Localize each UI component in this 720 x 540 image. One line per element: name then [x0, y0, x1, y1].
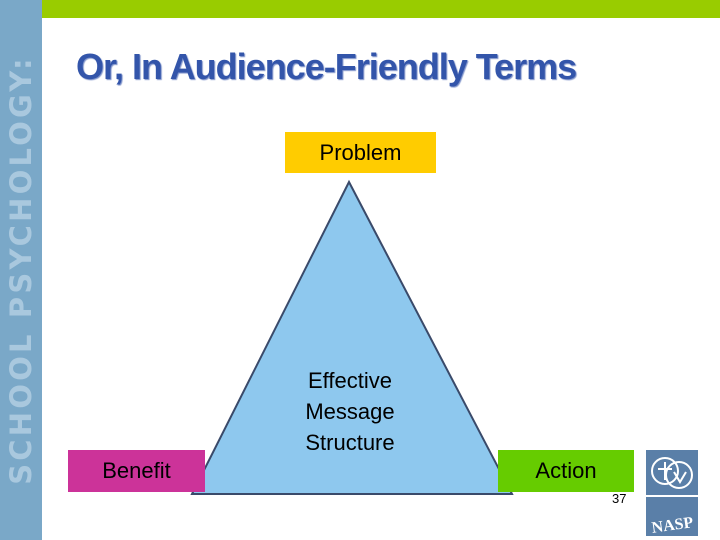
triangle-shape [190, 179, 514, 495]
top-accent-bar [0, 0, 720, 18]
slide-title: Or, In Audience-Friendly Terms [76, 46, 577, 87]
benefit-label: Benefit [102, 458, 171, 483]
problem-box: Problem [285, 132, 436, 173]
center-line-1: Effective [308, 368, 392, 393]
action-label: Action [535, 458, 597, 483]
action-box: Action [498, 450, 634, 492]
side-banner: SCHOOL PSYCHOLOGY: [0, 0, 42, 540]
center-line-3: Structure [305, 430, 395, 455]
logo-bottom-block [646, 497, 698, 536]
center-line-2: Message [305, 399, 395, 424]
logo-text: NASP [651, 514, 695, 536]
triangle-center-text: Effective Message Structure [280, 365, 420, 458]
page-number: 37 [612, 491, 627, 506]
logo-top-block [646, 450, 698, 495]
nasp-logo: NASP [646, 450, 698, 536]
problem-label: Problem [319, 139, 402, 165]
logo-figure-mark [658, 462, 687, 484]
logo-circle-left [651, 457, 679, 485]
benefit-box: Benefit [68, 450, 205, 492]
